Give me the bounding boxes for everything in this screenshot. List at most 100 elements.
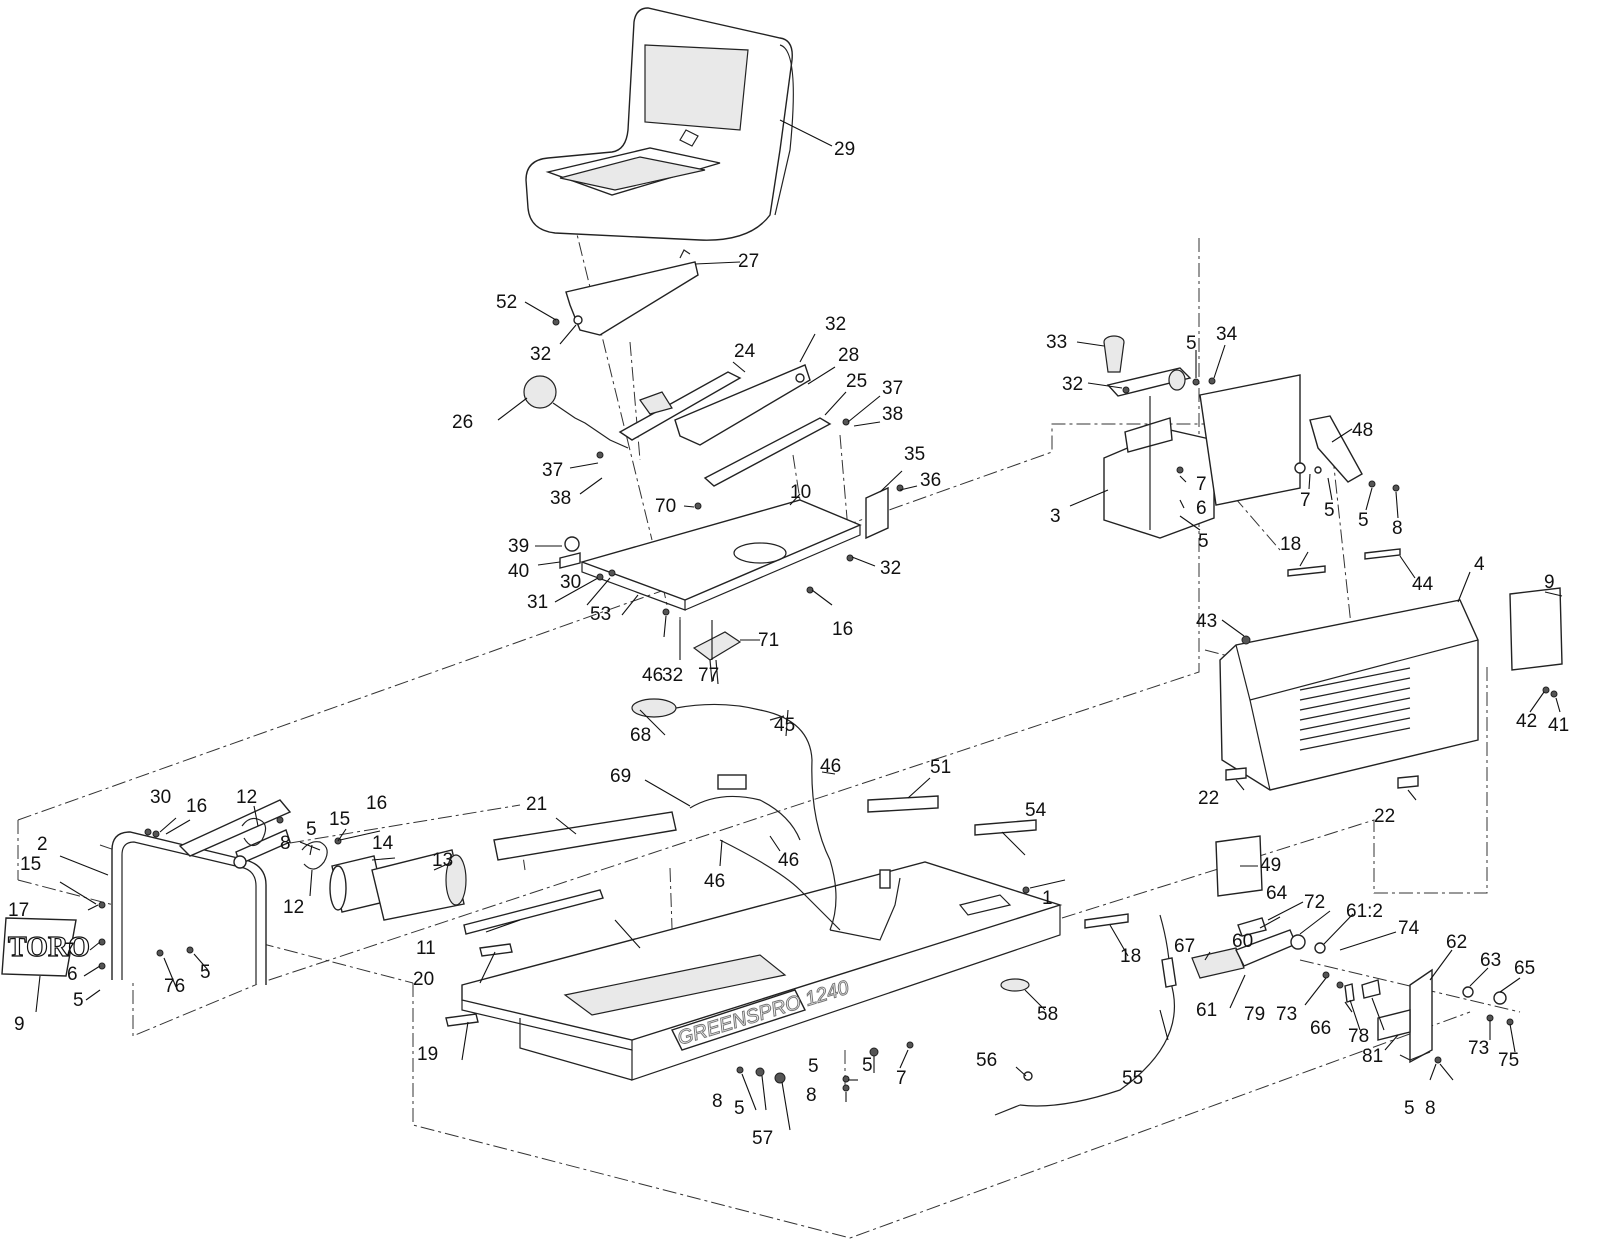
callout-5: 5 — [808, 1056, 819, 1077]
callout-8: 8 — [1392, 518, 1403, 539]
seat-base-plate — [559, 486, 889, 611]
callout-37: 37 — [542, 460, 563, 481]
callout-21: 21 — [526, 794, 547, 815]
callout-78: 78 — [1348, 1026, 1369, 1047]
hood-vents — [1299, 667, 1411, 751]
callout-32: 32 — [825, 314, 846, 335]
callout-75: 75 — [1498, 1050, 1519, 1071]
callout-68: 68 — [630, 725, 651, 746]
callout-72: 72 — [1304, 892, 1325, 913]
callout-63: 63 — [1480, 950, 1501, 971]
seat-slide-rails — [618, 364, 832, 487]
callout-30: 30 — [560, 572, 581, 593]
seat-switch — [692, 631, 742, 685]
callout-2: 2 — [37, 834, 48, 855]
callout-12: 12 — [283, 897, 304, 918]
callout-64: 64 — [1266, 883, 1288, 904]
callout-57: 57 — [752, 1128, 773, 1149]
callout-74: 74 — [1398, 918, 1420, 939]
control-tower — [1103, 335, 1363, 539]
callout-46: 46 — [820, 756, 841, 777]
callout-15: 15 — [329, 809, 350, 830]
callout-5: 5 — [1358, 510, 1369, 531]
callout-49: 49 — [1260, 855, 1281, 876]
decals — [445, 548, 1419, 1027]
callout-46: 46 — [778, 850, 799, 871]
callout-32: 32 — [530, 344, 551, 365]
callout-66: 66 — [1310, 1018, 1331, 1039]
callout-55: 55 — [1122, 1068, 1143, 1089]
callout-42: 42 — [1516, 711, 1537, 732]
callout-27: 27 — [738, 251, 759, 272]
callout-14: 14 — [372, 833, 394, 854]
callout-32: 32 — [880, 558, 901, 579]
callout-8: 8 — [1425, 1098, 1436, 1119]
callout-5: 5 — [1198, 531, 1209, 552]
front-frame — [111, 799, 292, 985]
callout-38: 38 — [550, 488, 571, 509]
callout-73: 73 — [1468, 1038, 1489, 1059]
callout-36: 36 — [920, 470, 941, 491]
callout-22: 22 — [1374, 806, 1395, 827]
callout-4: 4 — [1474, 554, 1485, 575]
callout-69: 69 — [610, 766, 631, 787]
callout-8: 8 — [280, 833, 291, 854]
callout-12: 12 — [236, 787, 257, 808]
logo-plate: TORO — [1, 917, 91, 977]
callout-8: 8 — [806, 1085, 817, 1106]
callout-17: 17 — [8, 900, 29, 921]
callout-7: 7 — [896, 1068, 907, 1089]
throttle-cable — [994, 914, 1177, 1116]
seat — [525, 7, 794, 241]
callout-38: 38 — [882, 404, 903, 425]
callout-62: 62 — [1446, 932, 1467, 953]
callout-13: 13 — [432, 850, 453, 871]
callout-18: 18 — [1280, 534, 1301, 555]
callout-58: 58 — [1037, 1004, 1058, 1025]
roller-assembly — [241, 817, 467, 921]
callout-33: 33 — [1046, 332, 1067, 353]
callout-8: 8 — [712, 1091, 723, 1112]
callout-61: 61 — [1196, 1000, 1217, 1021]
callout-73: 73 — [1276, 1004, 1297, 1025]
callout-7: 7 — [1300, 490, 1311, 511]
hardware-fasteners — [98, 377, 1558, 1092]
logo-text: TORO — [8, 932, 90, 963]
callout-9: 9 — [1544, 572, 1555, 593]
seat-adjust-lever — [523, 375, 629, 449]
wire-harness — [631, 698, 901, 941]
engine-hood — [1219, 587, 1563, 791]
callout-6: 6 — [67, 964, 78, 985]
callout-37: 37 — [882, 378, 903, 399]
callout-54: 54 — [1025, 800, 1047, 821]
callout-18: 18 — [1120, 946, 1141, 967]
callout-81: 81 — [1362, 1046, 1383, 1067]
callout-16: 16 — [186, 796, 207, 817]
callout-6: 6 — [1196, 498, 1207, 519]
callout-35: 35 — [904, 444, 925, 465]
callout-16: 16 — [366, 793, 387, 814]
callout-9: 9 — [14, 1014, 25, 1035]
callout-56: 56 — [976, 1050, 997, 1071]
callout-32: 32 — [662, 665, 683, 686]
callout-79: 79 — [1244, 1004, 1265, 1025]
callout-15: 15 — [20, 854, 41, 875]
callout-labels: 1 2 3 4 5 5 5 5 5 5 5 5 5 5 5 6 6 7 7 7 … — [8, 139, 1569, 1149]
callout-7: 7 — [64, 940, 75, 961]
callout-60: 60 — [1232, 931, 1253, 952]
callout-29: 29 — [834, 139, 855, 160]
seat-bracket — [552, 249, 699, 336]
callout-51: 51 — [930, 757, 951, 778]
callout-19: 19 — [417, 1044, 438, 1065]
callout-34: 34 — [1216, 324, 1238, 345]
callout-1: 1 — [1042, 888, 1053, 909]
callout-3: 3 — [1050, 506, 1061, 527]
callout-67: 67 — [1174, 936, 1195, 957]
leader-lines — [35, 119, 1563, 1131]
callout-46: 46 — [642, 665, 663, 686]
callout-65: 65 — [1514, 958, 1535, 979]
callout-71: 71 — [758, 630, 779, 651]
callout-5: 5 — [73, 990, 84, 1011]
callout-52: 52 — [496, 292, 517, 313]
callout-53: 53 — [590, 604, 611, 625]
